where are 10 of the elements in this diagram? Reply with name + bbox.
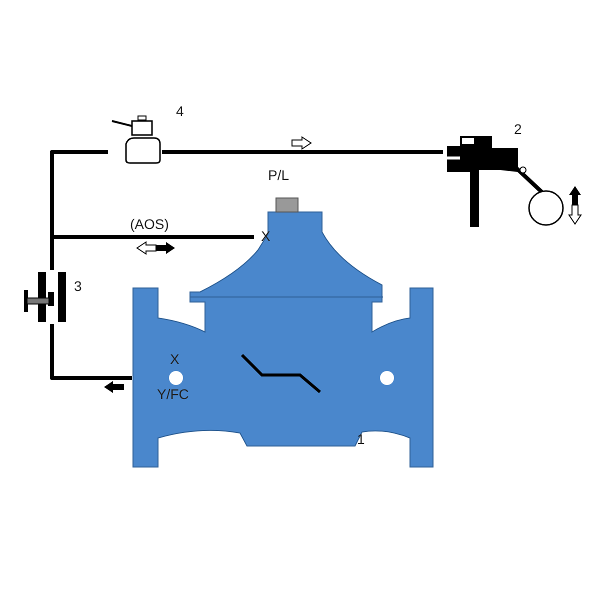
callout-number: 4 <box>176 104 184 118</box>
callout-number: 3 <box>74 279 82 293</box>
callout-label: Y/FC <box>157 387 189 401</box>
callout-number: 2 <box>514 122 522 136</box>
callout-label: P/L <box>268 168 290 182</box>
callout-label: X <box>170 352 180 366</box>
callout-number: 1 <box>357 432 365 446</box>
pipe-line <box>162 150 443 154</box>
pipe-line <box>50 324 132 380</box>
edge-label: (AOS) <box>130 217 169 231</box>
